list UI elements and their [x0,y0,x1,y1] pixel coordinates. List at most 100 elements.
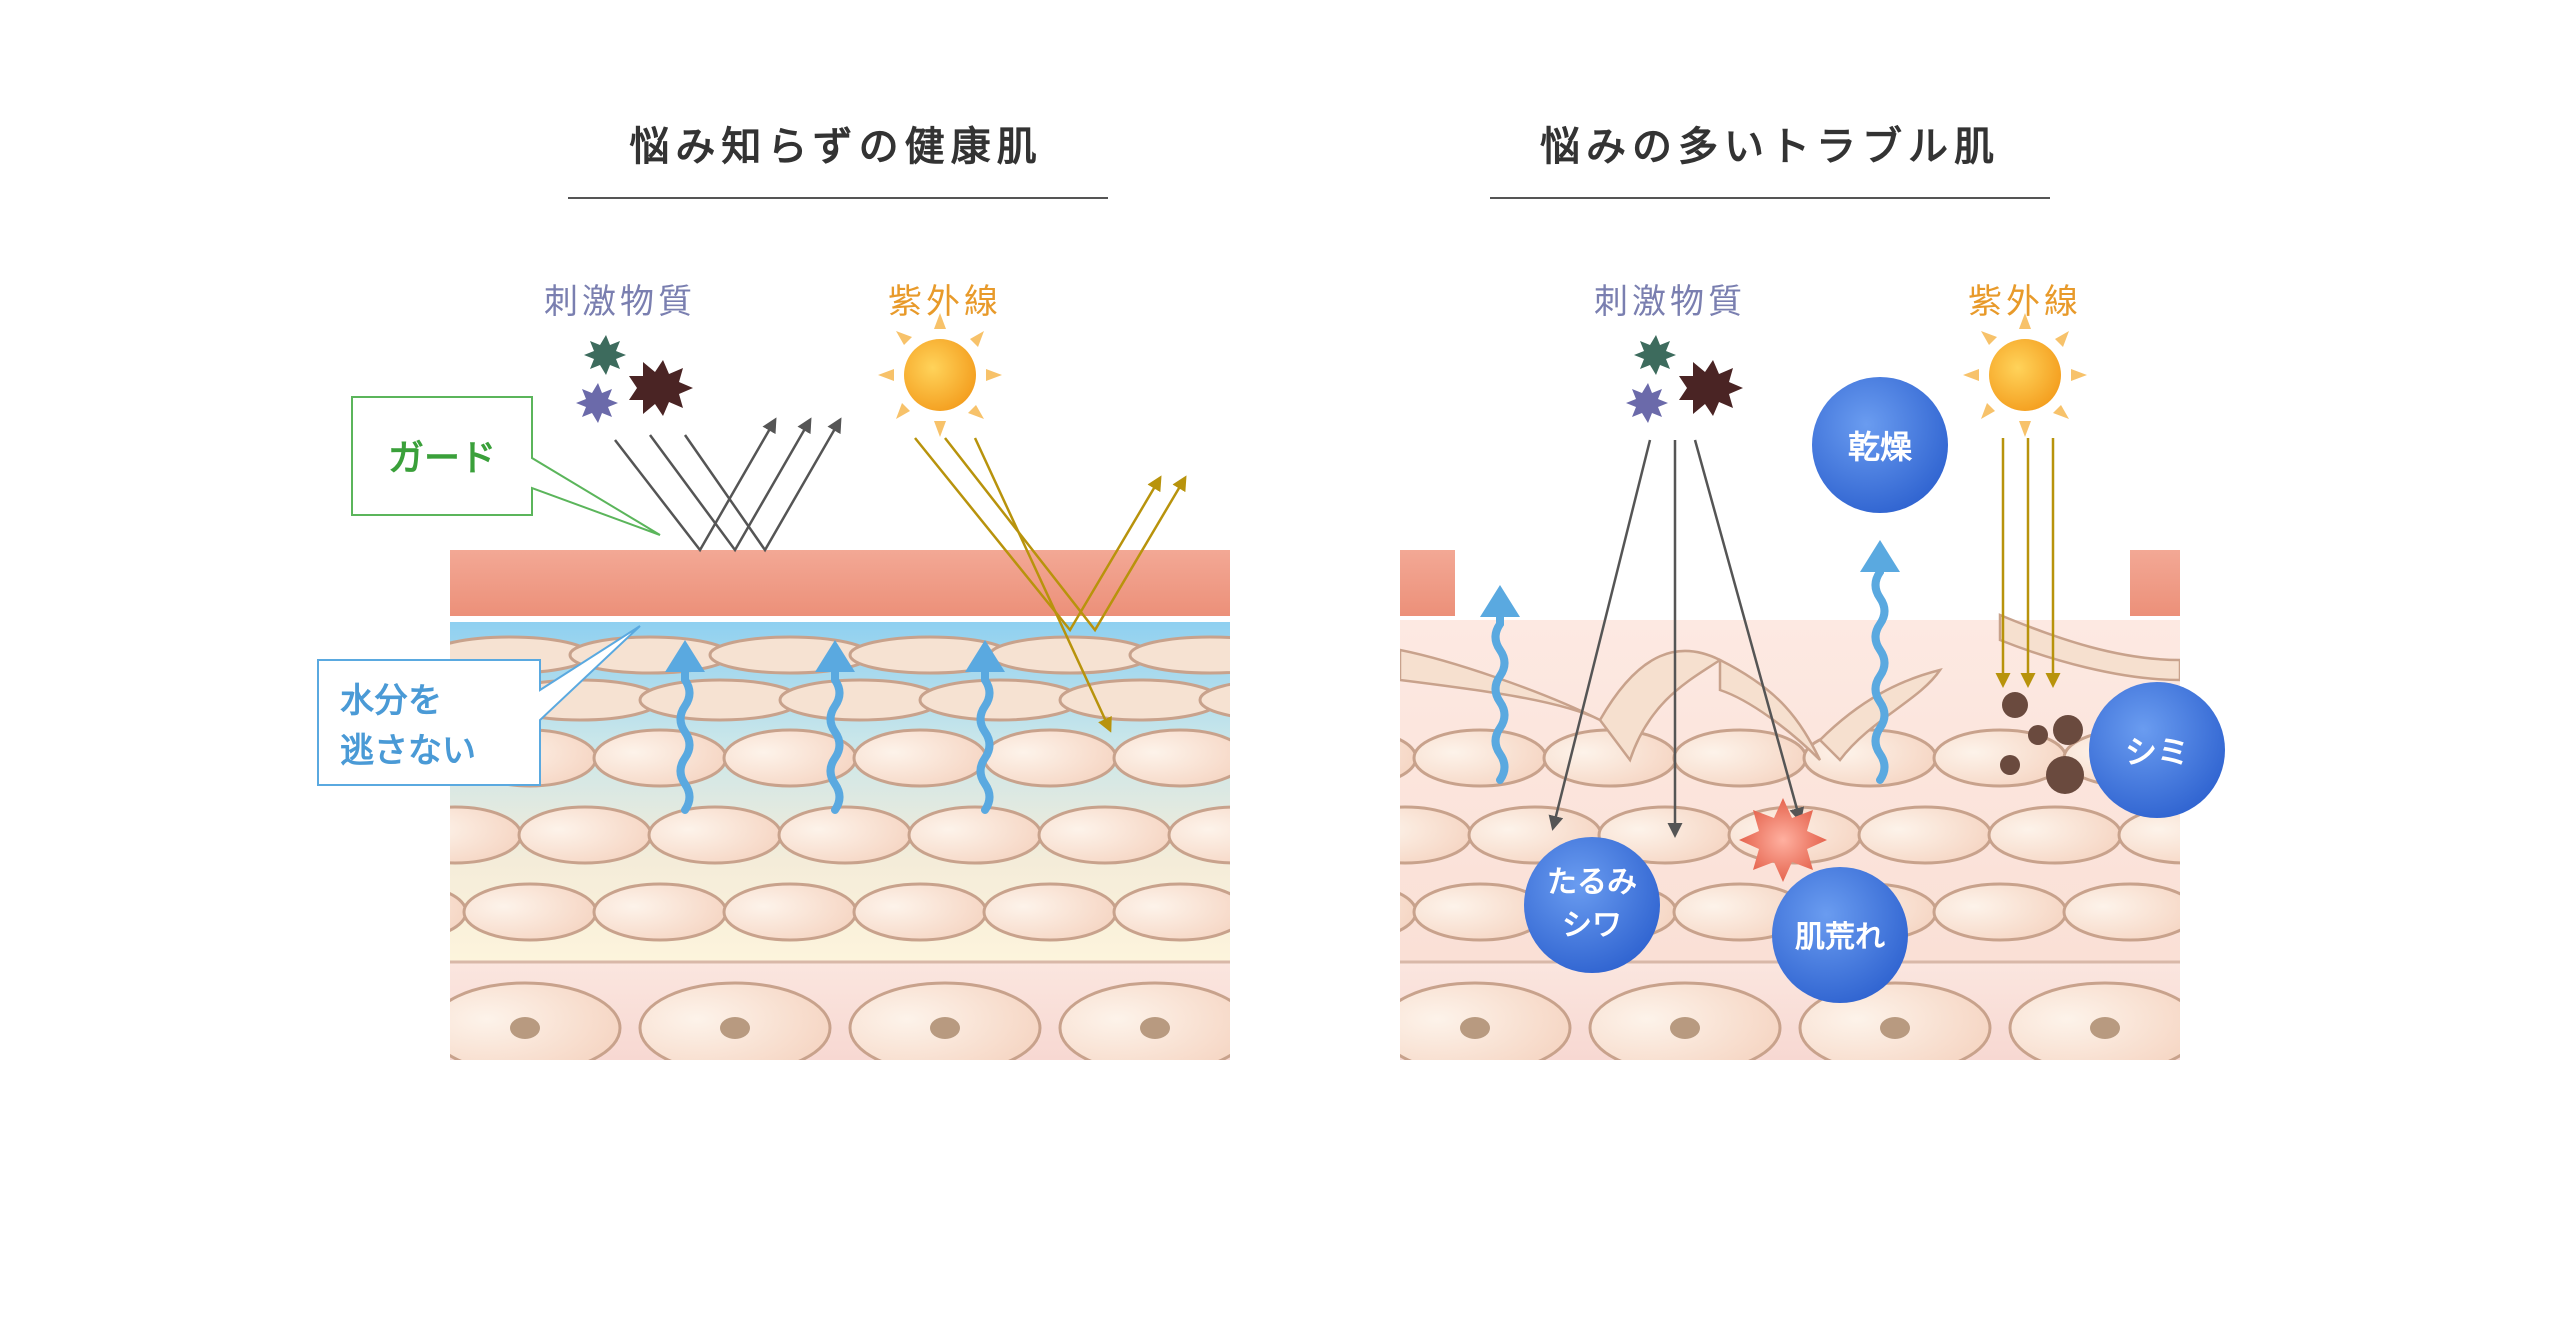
skin-cell [2194,884,2326,940]
skin-cell [220,983,410,1073]
moisture-arrow-head [1860,540,1900,572]
right-irritant-label: 刺激物質 [1594,282,1746,322]
skin-cell [647,805,783,865]
skin-cell [1400,738,1418,778]
moisture-wave-arrow [676,656,694,814]
guard-label: ガード [388,438,496,479]
right-uv-penetrate-arrows [1995,438,2061,688]
cell-nucleus [1880,1017,1910,1039]
moisture-wave-arrow [826,656,844,814]
skin-cell [907,805,1043,865]
skin-cell [1112,728,1230,788]
skin-cell [722,882,858,942]
sagging-label-line2: シワ [1562,908,1622,943]
right-skin-cross-section [1250,613,2540,1073]
right-skin-cells [1250,728,2540,1073]
skin-cell [450,805,523,865]
skin-cell [2249,807,2381,863]
right-uv-label: 紫外線 [1968,282,2082,322]
left-moisture-arrows [665,640,1005,814]
skin-cell [777,805,913,865]
right-irritant-particles-icon [1626,335,1743,423]
skin-cell [852,882,988,942]
rough-skin-label: 肌荒れ [1795,920,1885,955]
moisture-wave-arrow [1491,601,1509,784]
right-moisture-escape-arrows [1480,540,1900,784]
skin-cell [982,882,1118,942]
skin-cell [852,728,988,788]
skin-cell [2117,805,2180,865]
moisture-arrow-head [815,640,855,672]
skin-cell [592,728,728,788]
skin-cell [1058,678,1222,722]
skin-cell [1198,682,1230,718]
left-uv-reflect-arrows [914,437,1187,733]
sagging-wrinkles-bubble: たるみ シワ [1524,837,1660,973]
cell-nucleus [1350,1017,1380,1039]
healthy-skin-panel: 悩み知らずの健康肌 刺激物質 紫外線 ガード [220,124,1380,1073]
cell-nucleus [1140,1017,1170,1039]
dryness-bubble: 乾燥 [1812,377,1948,513]
right-sun-icon [1963,313,2087,437]
cell-nucleus [1250,1017,1280,1039]
trouble-skin-panel: 悩みの多いトラブル肌 刺激物質 紫外線 [1250,124,2540,1073]
rough-skin-bubble: 肌荒れ [1772,867,1908,1003]
moisture-wave-arrow [1871,556,1889,784]
left-uv-label: 紫外線 [888,282,1002,322]
cell-nucleus [1460,1017,1490,1039]
left-irritant-label: 刺激物質 [544,282,696,322]
cell-nucleus [2300,1017,2330,1039]
dryness-label: 乾燥 [1848,428,1913,466]
irritation-burst-icon [1739,798,1827,882]
moisture-arrow-head [965,640,1005,672]
skin-cell [1672,728,1808,788]
spot-pigment-dots [2000,692,2084,794]
moisture-callout: 水分を 逃さない [317,625,641,786]
left-stratum-corneum [450,550,1230,616]
right-stratum-fragment-right [2130,550,2180,616]
skin-cell [982,728,1118,788]
skin-cell [592,882,728,942]
moisture-arrow-head [665,640,705,672]
skin-cell [2062,882,2180,942]
spots-label: シミ [2125,733,2189,771]
skin-cell [1037,805,1173,865]
skin-cell [918,678,1082,722]
cell-nucleus [720,1017,750,1039]
skin-cell [2220,983,2410,1073]
skin-cell [1112,882,1230,942]
left-irritant-particles-icon [576,335,693,423]
spots-bubble: シミ [2089,682,2225,818]
moisture-label-line1: 水分を [340,681,442,721]
cell-nucleus [930,1017,960,1039]
skin-cell [638,678,802,722]
skin-cell [1932,882,2068,942]
skin-cell [778,678,942,722]
skin-cell [1128,635,1230,675]
guard-callout: ガード [351,396,661,536]
skin-cell [450,892,468,932]
skin-cell [1167,805,1230,865]
skin-cell [1244,884,1376,940]
cell-nucleus [1670,1017,1700,1039]
skin-cell [1412,728,1548,788]
cell-nucleus [300,1017,330,1039]
right-stratum-fragment-left [1400,550,1455,616]
cell-nucleus [2510,1017,2540,1039]
right-irritant-penetrate-arrows [1548,439,1805,838]
skin-cell [1400,892,1418,932]
left-title: 悩み知らずの健康肌 [629,124,1042,170]
left-irritant-reflect-arrows [614,417,842,553]
sagging-label-line1: たるみ [1547,865,1637,900]
moisture-arrow-head [1480,585,1520,617]
right-title: 悩みの多いトラブル肌 [1540,124,2000,170]
left-sun-icon [878,313,1002,437]
skin-cell [1542,728,1678,788]
skin-cell [1400,805,1473,865]
skin-cell [1987,805,2123,865]
skin-cell [462,882,598,942]
skin-cell [1244,730,1376,786]
cell-nucleus [510,1017,540,1039]
moisture-label-line2: 逃さない [340,731,476,771]
